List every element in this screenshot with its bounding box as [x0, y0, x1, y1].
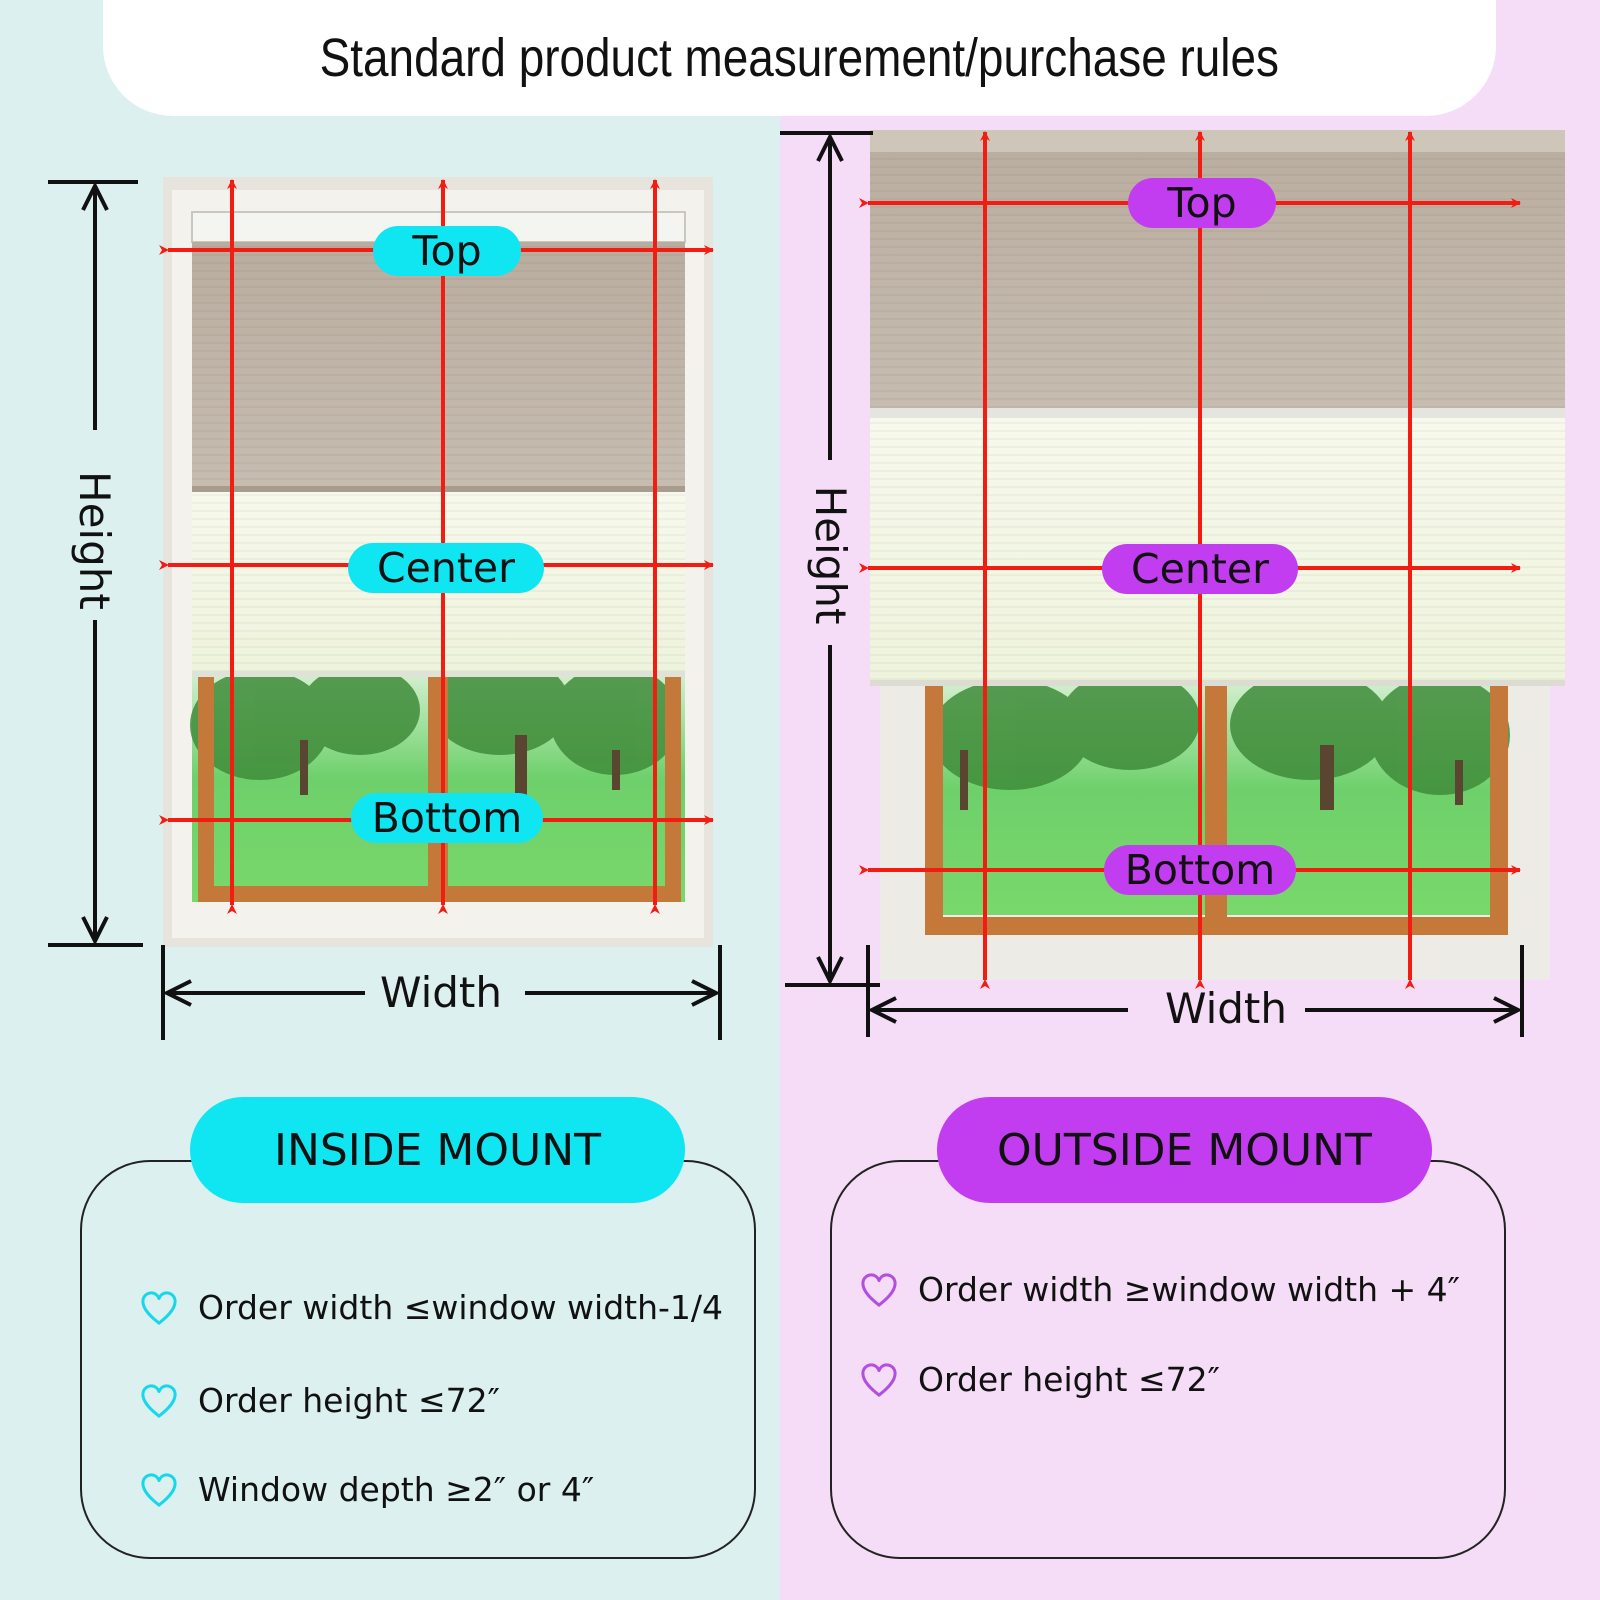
inside-top-label: Top	[373, 226, 521, 276]
inside-rule-width: Order width ≤window width-1/4	[140, 1288, 723, 1327]
inside-dimension-lines	[48, 180, 722, 1040]
outside-bottom-label: Bottom	[1104, 845, 1296, 895]
outside-height-label: Height	[806, 485, 855, 625]
inside-rule-depth: Window depth ≥2″ or 4″	[140, 1470, 594, 1509]
inside-rule-depth-text: Window depth ≥2″ or 4″	[198, 1470, 595, 1509]
heart-outline-icon	[140, 1383, 178, 1419]
inside-rule-height-text: Order height ≤72″	[198, 1381, 500, 1420]
outside-dimension-lines	[780, 131, 1524, 1037]
outside-rule-height: Order height ≤72″	[860, 1360, 1220, 1399]
inside-bottom-label: Bottom	[351, 793, 543, 843]
outside-rule-height-text: Order height ≤72″	[918, 1360, 1220, 1399]
inside-rule-width-text: Order width ≤window width-1/4	[198, 1288, 724, 1327]
title-banner: Standard product measurement/purchase ru…	[103, 0, 1496, 116]
inside-measure-arrows	[159, 179, 714, 914]
outside-top-label: Top	[1128, 178, 1276, 228]
heart-outline-icon	[140, 1290, 178, 1326]
outside-mount-badge: OUTSIDE MOUNT	[937, 1097, 1432, 1203]
outside-rule-width: Order width ≥window width + 4″	[860, 1270, 1460, 1309]
heart-outline-icon	[140, 1472, 178, 1508]
inside-center-label: Center	[348, 543, 544, 593]
heart-outline-icon	[860, 1362, 898, 1398]
outside-rule-width-text: Order width ≥window width + 4″	[918, 1270, 1460, 1309]
heart-outline-icon	[860, 1272, 898, 1308]
inside-height-label: Height	[70, 471, 119, 610]
inside-rule-height: Order height ≤72″	[140, 1381, 500, 1420]
inside-mount-badge: INSIDE MOUNT	[190, 1097, 685, 1203]
page-title: Standard product measurement/purchase ru…	[319, 28, 1280, 88]
outside-center-label: Center	[1102, 544, 1298, 594]
inside-width-label: Width	[380, 968, 503, 1017]
outside-width-label: Width	[1165, 984, 1288, 1033]
